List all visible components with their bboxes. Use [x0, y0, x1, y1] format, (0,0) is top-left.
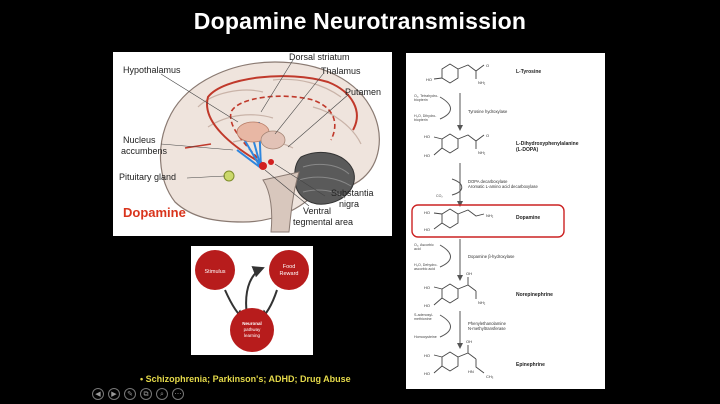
slideshow-controls: ◀ ▶ ✎ ⧉ ⌕ ⋯	[92, 388, 184, 402]
more-options-icon[interactable]: ⋯	[172, 388, 184, 400]
slides-grid-icon[interactable]: ⧉	[140, 388, 152, 400]
blue-pathways	[236, 121, 262, 169]
label-ventral: Ventral	[303, 206, 331, 216]
compound-ldopa-1: L-Dihydroxyphenylalanine	[516, 141, 579, 147]
ldopa-ho-2: HO	[424, 153, 430, 158]
tyr-o: O	[486, 63, 489, 68]
compound-ldopa-2: (L-DOPA)	[516, 147, 538, 153]
epi-hn: HN	[468, 369, 474, 374]
cerebellum-folds	[298, 163, 352, 199]
enzyme-dopa-decarboxylase: DOPA decarboxylase	[468, 179, 508, 184]
cofactor-3a: O₂, Ascorbic	[414, 243, 434, 247]
prefrontal-projection	[184, 143, 212, 149]
epi-oh: OH	[466, 339, 472, 344]
epi-ho-2: HO	[424, 371, 430, 376]
label-dopamine-red: Dopamine	[123, 205, 186, 220]
cofactor-1a: O₂, Tetrahydro-	[414, 94, 439, 98]
cofactor-2a: H₂O, Dihydro-	[414, 114, 437, 118]
enzyme-tyrosine-hydroxylase: Tyrosine hydroxylase	[468, 109, 508, 114]
ldopa-o: O	[486, 133, 489, 138]
ldopa-nh2: NH₂	[478, 150, 486, 155]
neuronal-label-2: pathway	[244, 327, 262, 332]
cofactor-6: Homocysteine	[414, 335, 437, 339]
brainstem	[262, 171, 300, 233]
enzyme-aromatic-decarboxylase: Aromatic L-amino acid decarboxylase	[468, 184, 538, 189]
label-putamen: Putamen	[345, 87, 381, 97]
food-reward-node	[269, 250, 309, 290]
slide-title: Dopamine Neurotransmission	[193, 8, 527, 34]
reward-circuit: Stimulus Food Reward Neuronal pathway le…	[195, 250, 309, 352]
label-accumbens: accumbens	[121, 146, 168, 156]
compound-epinephrine: Epinephrine	[516, 362, 545, 368]
label-substantia: Substantia	[331, 188, 374, 198]
previous-slide-icon[interactable]: ◀	[92, 388, 104, 400]
brain-gyri	[197, 78, 362, 149]
ldopa-ho-1: HO	[424, 134, 430, 139]
reward-circuit-diagram: Stimulus Food Reward Neuronal pathway le…	[191, 246, 313, 355]
zoom-icon[interactable]: ⌕	[156, 388, 168, 400]
da-ho-1: HO	[424, 210, 430, 215]
da-ho-2: HO	[424, 227, 430, 232]
epi-ch3: CH₃	[486, 374, 494, 379]
vta-dot	[259, 162, 267, 170]
food-label: Food	[283, 264, 296, 270]
pituitary-shape	[223, 170, 235, 182]
arrow-heads	[457, 125, 463, 349]
label-hypothalamus: Hypothalamus	[123, 65, 181, 75]
label-nucleus: Nucleus	[123, 135, 156, 145]
leader-lines	[160, 59, 350, 207]
catecholamine-pathway: HO O NH₂ HO HO O NH₂ HO HO NH₂ HO HO OH …	[406, 53, 605, 389]
label-dorsal-striatum: Dorsal striatum	[289, 52, 350, 62]
ne-oh: OH	[466, 271, 472, 276]
stimulus-label: Stimulus	[204, 269, 225, 275]
tyr-nh2: NH₂	[478, 80, 486, 85]
brain-diagram: Hypothalamus Dorsal striatum Thalamus Pu…	[113, 52, 392, 236]
cofactor-1b: biopterin	[414, 98, 428, 102]
pathway-diagram: HO O NH₂ HO HO O NH₂ HO HO NH₂ HO HO OH …	[411, 63, 579, 379]
cofactor-co2: CO₂	[436, 194, 443, 198]
ne-nh2: NH₂	[478, 300, 486, 305]
stimulus-node	[195, 250, 235, 290]
compound-tyrosine: L-Tyrosine	[516, 69, 541, 75]
cofactor-5a: S-adenosyl-	[414, 313, 434, 317]
compound-norepinephrine: Norepinephrine	[516, 292, 553, 298]
neuronal-node	[230, 308, 274, 352]
cofactor-2b: biopterin	[414, 118, 428, 122]
da-nh2: NH₂	[486, 213, 494, 218]
mesocortical-pathway	[206, 75, 358, 165]
neuronal-label-1: Neuronal	[242, 321, 262, 326]
epi-ho-1: HO	[424, 353, 430, 358]
cofactor-4b: ascorbic acid	[414, 267, 435, 271]
reward-label: Reward	[280, 271, 299, 277]
enzyme-pnmt-2: N-methyltransferase	[468, 326, 506, 331]
cofactor-3b: acid	[414, 247, 421, 251]
bullet-disorders: • Schizophrenia; Parkinson's; ADHD; Drug…	[140, 374, 351, 384]
enzyme-pnmt-1: Phenylethanolamine	[468, 321, 507, 326]
next-slide-icon[interactable]: ▶	[108, 388, 120, 400]
enzyme-dopamine-hydroxylase: Dopamine β-hydroxylase	[468, 254, 515, 259]
compound-dopamine: Dopamine	[516, 215, 540, 221]
label-thalamus: Thalamus	[321, 66, 361, 76]
ne-ho-1: HO	[424, 285, 430, 290]
ne-ho-2: HO	[424, 303, 430, 308]
label-pituitary: Pituitary gland	[119, 172, 176, 182]
reaction-arrows	[439, 93, 463, 343]
cofactor-4a: H₂O, Dehydro-	[414, 263, 438, 267]
brain-illustration: Hypothalamus Dorsal striatum Thalamus Pu…	[119, 52, 381, 233]
label-tegmental: tegmental area	[293, 217, 353, 227]
pen-icon[interactable]: ✎	[124, 388, 136, 400]
tyr-ho: HO	[426, 77, 432, 82]
neuronal-label-3: learning	[244, 333, 261, 338]
sn-dot	[268, 159, 274, 165]
thalamus-shape	[260, 130, 286, 150]
label-nigra: nigra	[339, 199, 359, 209]
cofactor-5b: methionine	[414, 317, 432, 321]
dopamine-highlight-box	[411, 204, 565, 238]
molecule-structures	[433, 63, 485, 374]
